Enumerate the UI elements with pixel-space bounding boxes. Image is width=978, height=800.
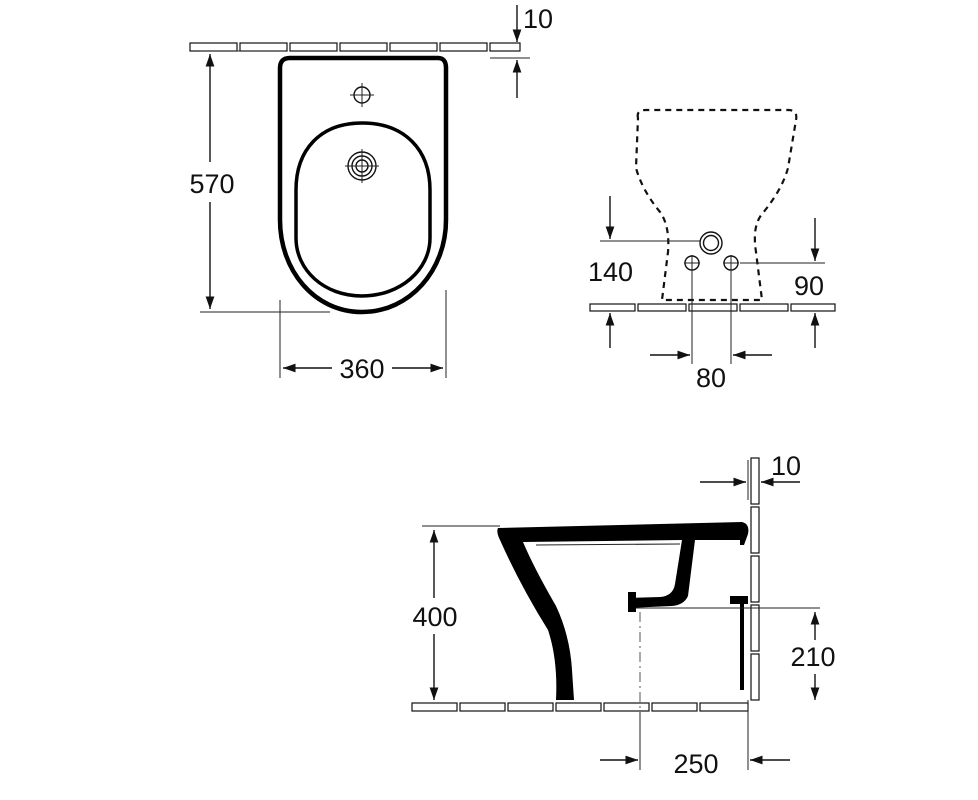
- dim-outlet-height: 90: [794, 271, 824, 301]
- bidet-outline-top: [277, 55, 449, 315]
- top-view-wall-tiles: [189, 42, 521, 52]
- front-view-floor-tiles: [589, 303, 836, 312]
- dim-drain-height: 210: [790, 642, 835, 672]
- side-view: 10 400 210 250: [404, 451, 845, 779]
- dim-inlet-height: 140: [588, 257, 633, 287]
- dim-depth: 570: [189, 169, 234, 199]
- front-view: 140 90 80: [588, 108, 836, 393]
- dim-wall-gap-top: 10: [523, 4, 553, 34]
- dim-width: 360: [339, 354, 384, 384]
- dim-wall-gap-side: 10: [771, 451, 801, 481]
- dim-outlet-spacing: 80: [696, 363, 726, 393]
- side-view-floor-tiles: [411, 702, 749, 712]
- supply-connection-icon: [699, 231, 723, 255]
- bidet-bowl-top: [294, 121, 432, 298]
- dim-drain-distance: 250: [673, 749, 718, 779]
- dim-bowl-height: 400: [412, 602, 457, 632]
- top-view: 570 360 10: [182, 4, 553, 384]
- side-view-wall-tiles: [750, 457, 760, 701]
- bidet-body-side: [497, 522, 749, 700]
- bidet-silhouette-dashed: [634, 108, 798, 302]
